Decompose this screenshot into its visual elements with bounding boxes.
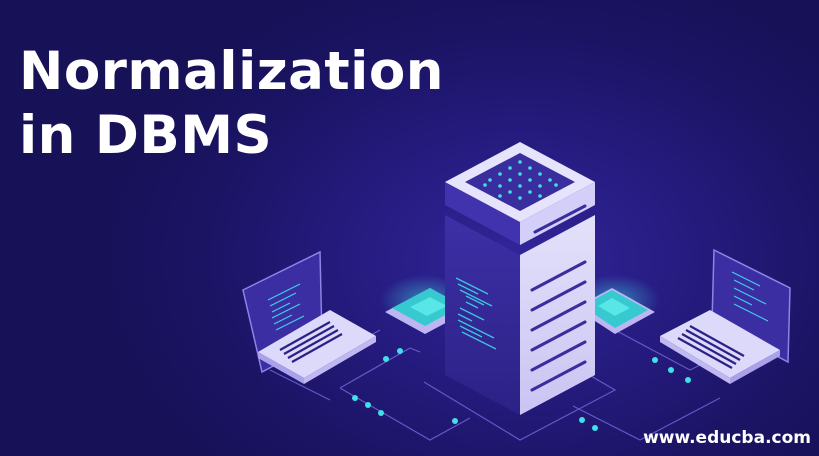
laptop-right [660, 248, 791, 384]
laptop-left [242, 250, 376, 384]
page-title: Normalization in DBMS [19, 40, 444, 168]
site-watermark: www.educba.com [643, 428, 811, 448]
title-line-2: in DBMS [19, 105, 273, 166]
led-grid [483, 160, 558, 200]
server-tower [445, 142, 595, 415]
circuit-nodes [352, 348, 691, 431]
title-line-1: Normalization [19, 41, 444, 102]
